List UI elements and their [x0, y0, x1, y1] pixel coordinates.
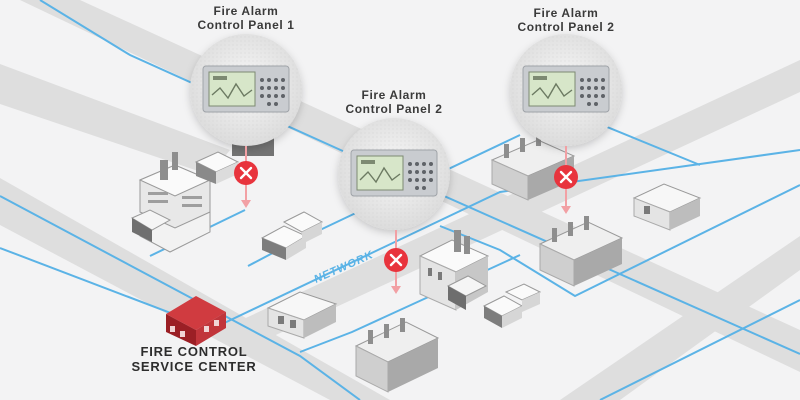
control-panel-2-right-device	[522, 65, 610, 113]
panel-title-2-center: Fire Alarm Control Panel 2	[324, 88, 464, 116]
building-warehouse-1	[354, 318, 440, 393]
control-panel-2-center-device	[350, 149, 438, 197]
panel-title-1: Fire Alarm Control Panel 1	[176, 4, 316, 32]
service-center-label-line1: FIRE CONTROL	[140, 344, 248, 359]
panel-title-2-center-line1: Fire Alarm	[361, 88, 427, 102]
road-c	[220, 60, 800, 340]
building-house-3	[266, 291, 338, 339]
fire-control-service-center-building	[166, 296, 226, 346]
building-house-2	[260, 211, 324, 260]
service-center-label: FIRE CONTROL SERVICE CENTER	[118, 344, 270, 374]
network-line-10	[589, 119, 701, 166]
panel-title-2-center-line2: Control Panel 2	[345, 102, 443, 116]
panel-title-1-line1: Fire Alarm	[213, 4, 279, 18]
road-b	[0, 178, 390, 400]
close-icon	[234, 161, 258, 185]
close-icon	[384, 248, 408, 272]
building-house-4	[482, 283, 542, 328]
panel-title-2-right-line2: Control Panel 2	[517, 20, 615, 34]
panel-title-2-right: Fire Alarm Control Panel 2	[496, 6, 636, 34]
network-line-9	[599, 299, 800, 400]
road-d	[560, 236, 800, 400]
building-warehouse-3	[538, 216, 624, 287]
panel-title-1-line2: Control Panel 1	[197, 18, 295, 32]
building-house-5	[632, 183, 702, 231]
building-factory-1	[130, 152, 212, 253]
control-panel-1-device	[202, 65, 290, 113]
network-line-2	[0, 195, 361, 400]
service-center-label-line2: SERVICE CENTER	[131, 359, 257, 374]
panel-title-2-right-line1: Fire Alarm	[533, 6, 599, 20]
building-factory-2	[418, 230, 490, 311]
close-icon	[554, 165, 578, 189]
road-e	[0, 64, 230, 175]
